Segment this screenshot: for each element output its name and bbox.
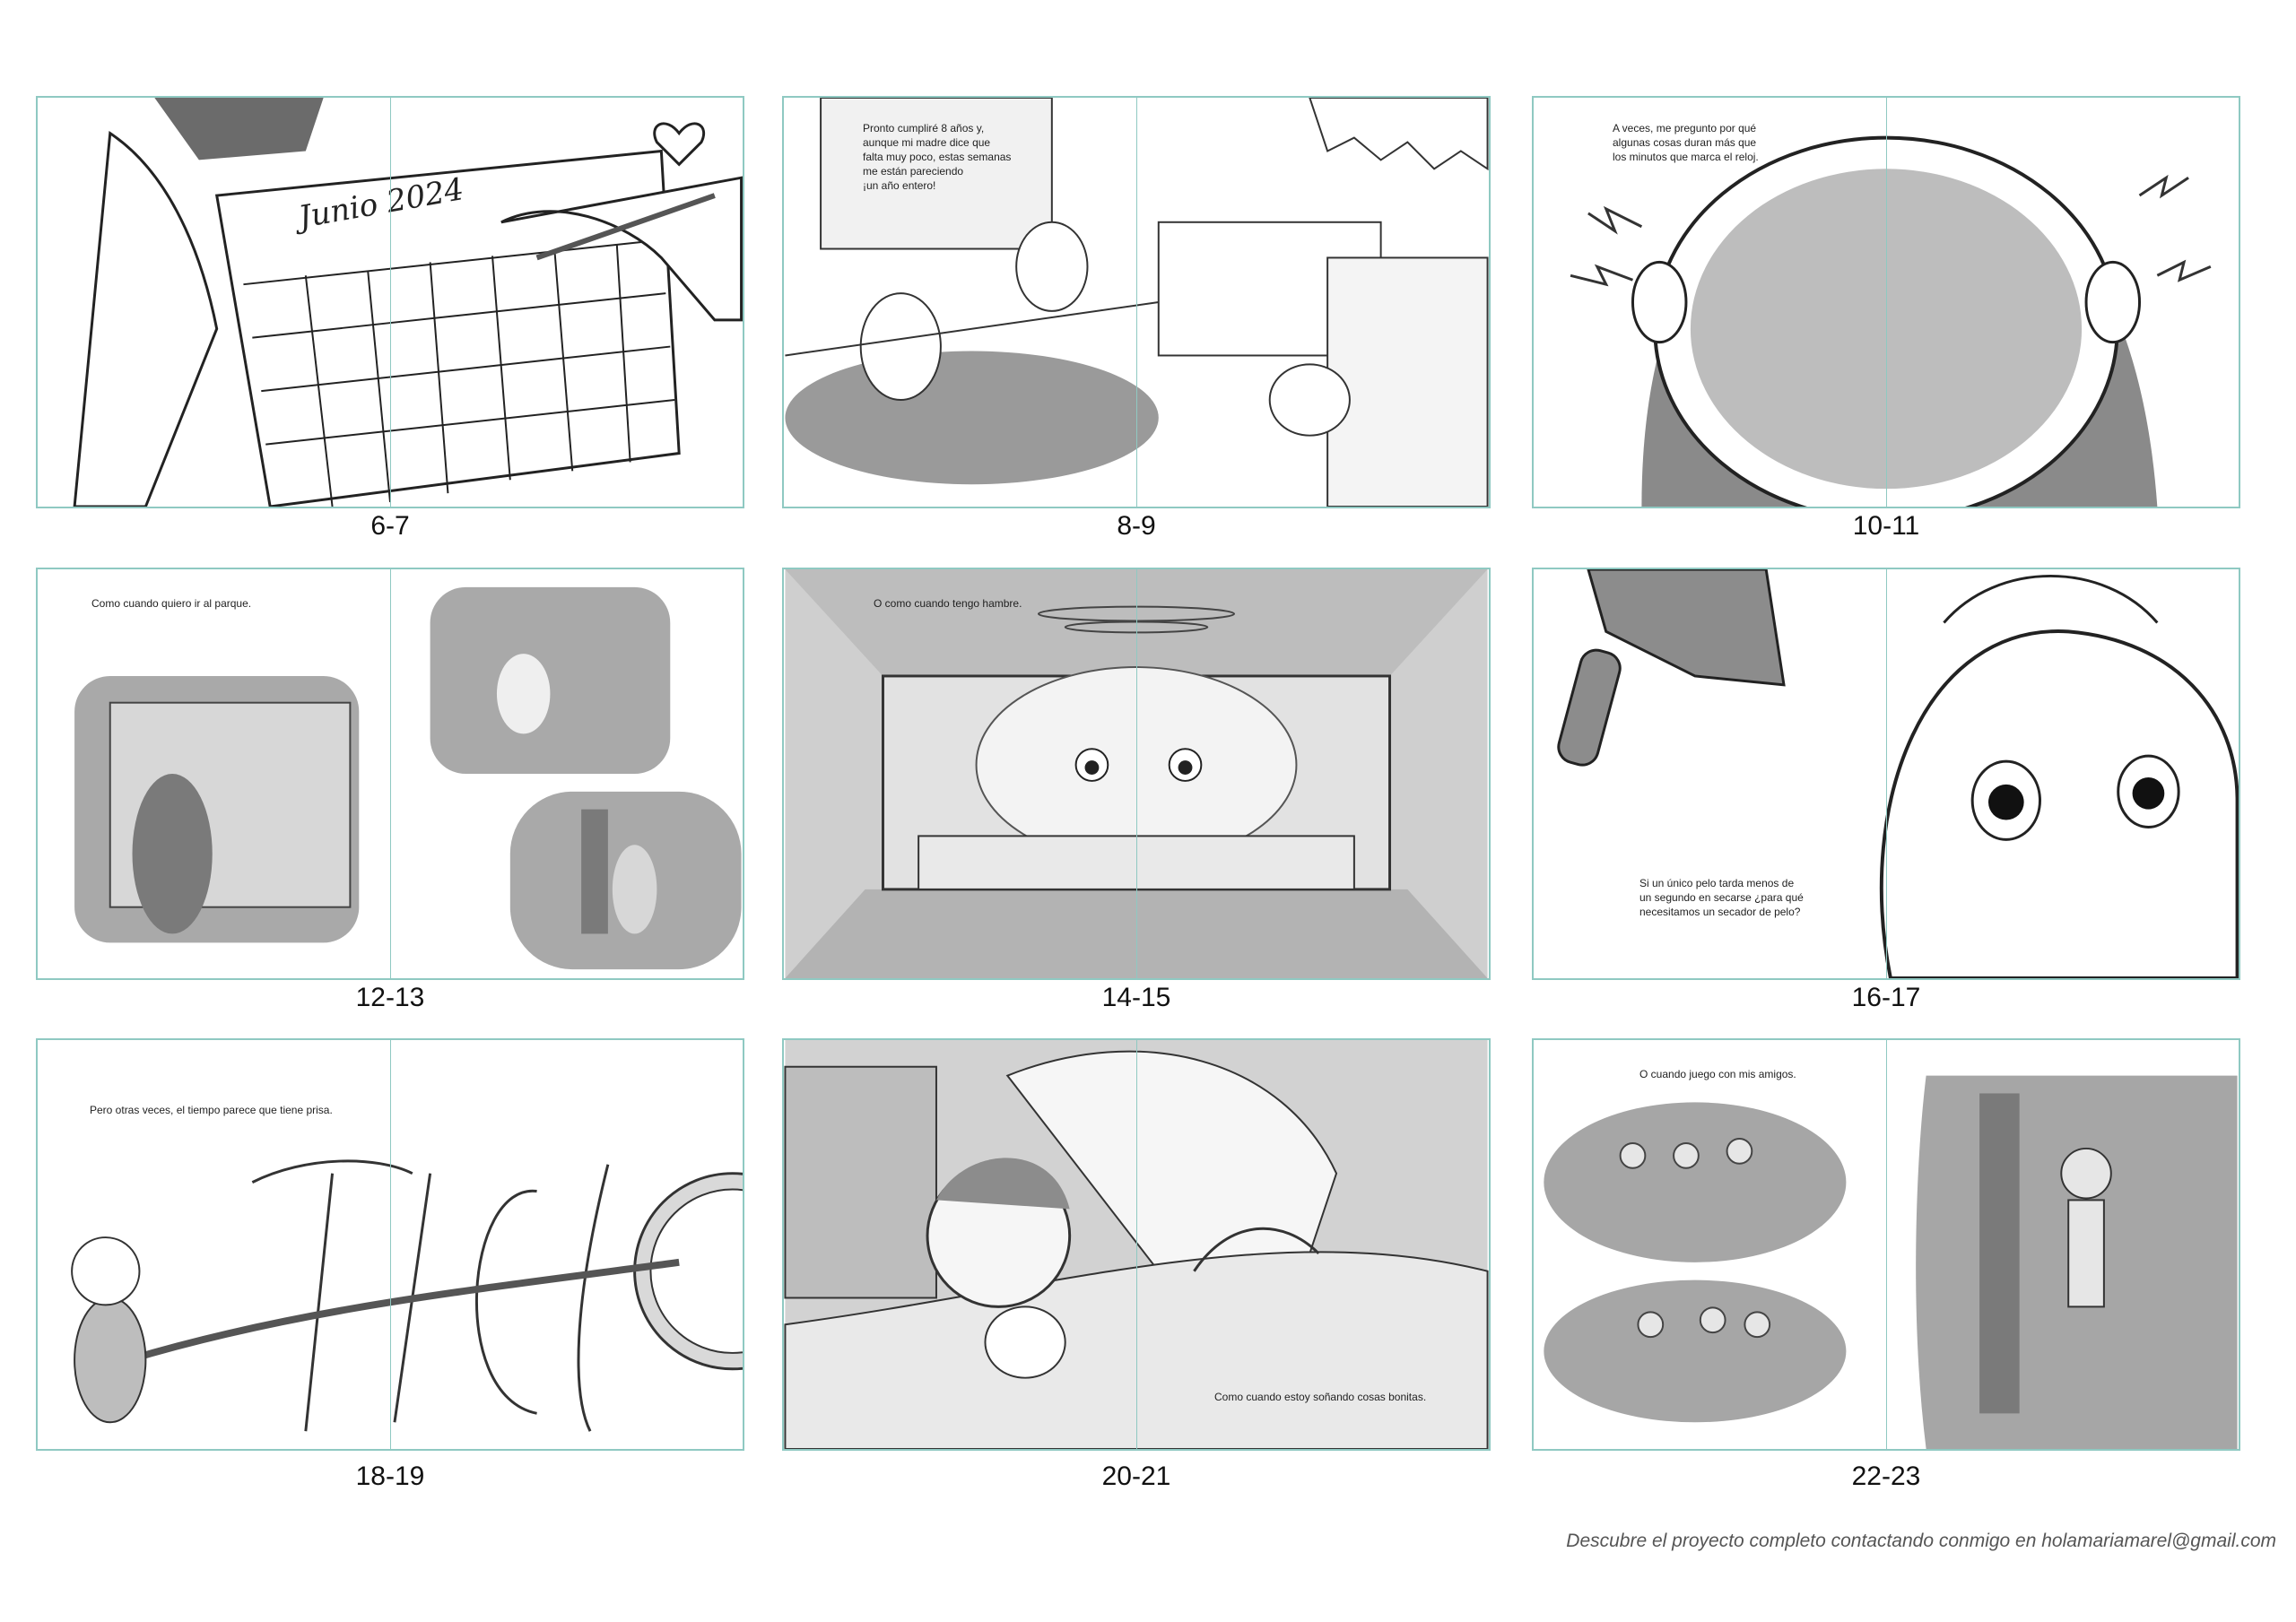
spread-label: 22-23 [1851,1462,1921,1491]
narration-text: A veces, me pregunto por qué algunas cos… [1613,121,1819,164]
spread-gutter [1136,98,1137,507]
spread-label: 18-19 [355,1462,425,1491]
spread-gutter [1886,1040,1887,1449]
narration-line: ¡un año entero! [863,179,936,192]
narration-line: me están pareciendo [863,165,964,178]
contact-footer: Descubre el proyecto completo contactand… [1566,1531,2276,1551]
spread-gutter [390,98,391,507]
narration-line: Pronto cumpliré 8 años y, [863,122,985,134]
spread-gutter [1886,569,1887,978]
narration-text: Como cuando estoy soñando cosas bonitas. [1214,1391,1427,1403]
spread-14-15: O como cuando tengo hambre. [782,568,1491,980]
spread-label: 20-21 [1101,1462,1171,1491]
spread-label: 8-9 [1117,511,1156,541]
spread-20-21: Como cuando estoy soñando cosas bonitas. [782,1038,1491,1451]
narration-line: falta muy poco, estas semanas [863,151,1012,163]
spread-16-17: Si un único pelo tarda menos de un segun… [1532,568,2240,980]
spread-label: 12-13 [355,983,425,1012]
spread-label: 6-7 [370,511,410,541]
narration-text: Pronto cumpliré 8 años y, aunque mi madr… [863,121,1042,193]
spread-8-9: Pronto cumpliré 8 años y, aunque mi madr… [782,96,1491,508]
narration-line: un segundo en secarse ¿para qué [1639,891,1804,904]
narration-text: Como cuando quiero ir al parque. [91,597,252,610]
spread-gutter [1136,569,1137,978]
narration-line: A veces, me pregunto por qué [1613,122,1757,134]
narration-line: aunque mi madre dice que [863,136,991,149]
narration-text: O cuando juego con mis amigos. [1639,1068,1796,1080]
spread-gutter [1136,1040,1137,1449]
spread-22-23: O cuando juego con mis amigos. [1532,1038,2240,1451]
narration-line: algunas cosas duran más que [1613,136,1757,149]
bedroom-illustration [785,98,1489,507]
spread-gutter [390,1040,391,1449]
bedtime-illustration [784,1040,1489,1449]
spread-10-11: A veces, me pregunto por qué algunas cos… [1532,96,2240,508]
narration-text: Pero otras veces, el tiempo parece que t… [90,1104,333,1116]
spread-label: 14-15 [1101,983,1171,1012]
narration-line: necesitamos un secador de pelo? [1639,906,1801,918]
narration-line: Si un único pelo tarda menos de [1639,877,1795,889]
spread-label: 16-17 [1851,983,1921,1012]
spread-6-7: Junio 2024 [36,96,744,508]
spread-gutter [1886,98,1887,507]
spread-12-13: Como cuando quiero ir al parque. [36,568,744,980]
narration-text: O como cuando tengo hambre. [874,597,1022,610]
narration-line: los minutos que marca el reloj. [1613,151,1759,163]
spread-gutter [390,569,391,978]
narration-text: Si un único pelo tarda menos de un segun… [1639,876,1855,919]
spread-18-19: Pero otras veces, el tiempo parece que t… [36,1038,744,1451]
spread-label: 10-11 [1852,511,1920,541]
